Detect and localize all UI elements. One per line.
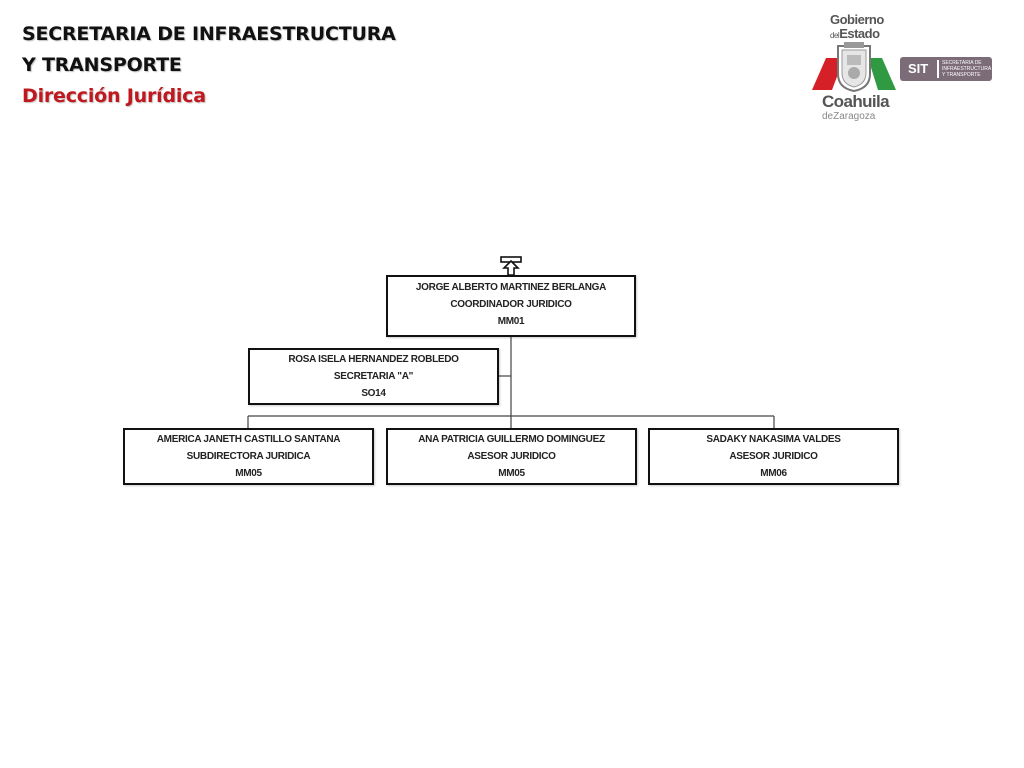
org-box-advisor-2: SADAKY NAKASIMA VALDES ASESOR JURIDICO M… [648,428,899,485]
logo-gobierno-text: Gobierno [830,12,884,27]
sit-badge: SIT SECRETARIA DE INFRAESTRUCTURA Y TRAN… [900,57,992,81]
person-code: MM05 [498,468,525,479]
org-box-secretary: ROSA ISELA HERNANDEZ ROBLEDO SECRETARIA … [248,348,499,405]
logo-estado-text: delEstado [830,26,880,41]
page-title-line-2: Y TRANSPORTE [22,54,182,76]
person-code: MM05 [235,468,262,479]
person-position: SUBDIRECTORA JURIDICA [186,451,311,462]
logo-zaragoza-word: Zaragoza [833,111,876,122]
sit-desc-line-1: SECRETARIA DE [942,60,982,66]
org-box-advisor-1: ANA PATRICIA GUILLERMO DOMINGUEZ ASESOR … [386,428,637,485]
sit-desc-line-3: Y TRANSPORTE [942,72,981,78]
person-code: MM01 [497,316,525,327]
person-position: ASESOR JURIDICO [467,451,556,462]
org-box-subdirector: AMERICA JANETH CASTILLO SANTANA SUBDIREC… [123,428,374,485]
logo-zaragoza-text: deZaragoza [822,111,875,122]
person-position: ASESOR JURIDICO [729,451,818,462]
state-seal-icon [812,42,896,92]
sit-separator [937,60,939,78]
logo-de-text: de [822,111,834,122]
person-name: SADAKY NAKASIMA VALDES [706,434,841,445]
page-title-line-1: SECRETARIA DE INFRAESTRUCTURA [22,23,396,45]
person-position: COORDINADOR JURIDICO [450,299,572,310]
person-position: SECRETARIA "A" [333,371,414,382]
up-arrow-icon[interactable] [500,256,522,276]
person-name: ANA PATRICIA GUILLERMO DOMINGUEZ [418,434,605,445]
government-logo: Gobierno delEstado SIT SECRETARIA DE INF… [808,10,998,128]
logo-del-text: del [830,31,840,40]
logo-estado-word: Estado [839,26,880,41]
sit-abbr: SIT [908,61,929,76]
sit-desc-line-2: INFRAESTRUCTURA [942,66,992,72]
person-code: MM06 [760,468,787,479]
sit-description: SECRETARIA DE INFRAESTRUCTURA Y TRANSPOR… [942,60,991,78]
person-name: JORGE ALBERTO MARTINEZ BERLANGA [415,282,607,293]
person-name: ROSA ISELA HERNANDEZ ROBLEDO [288,354,459,365]
org-box-coordinator: JORGE ALBERTO MARTINEZ BERLANGA COORDINA… [386,275,636,337]
person-name: AMERICA JANETH CASTILLO SANTANA [156,434,341,445]
logo-coahuila-text: Coahuila [822,92,890,111]
page-subtitle: Dirección Jurídica [22,85,206,107]
person-code: SO14 [361,388,386,399]
